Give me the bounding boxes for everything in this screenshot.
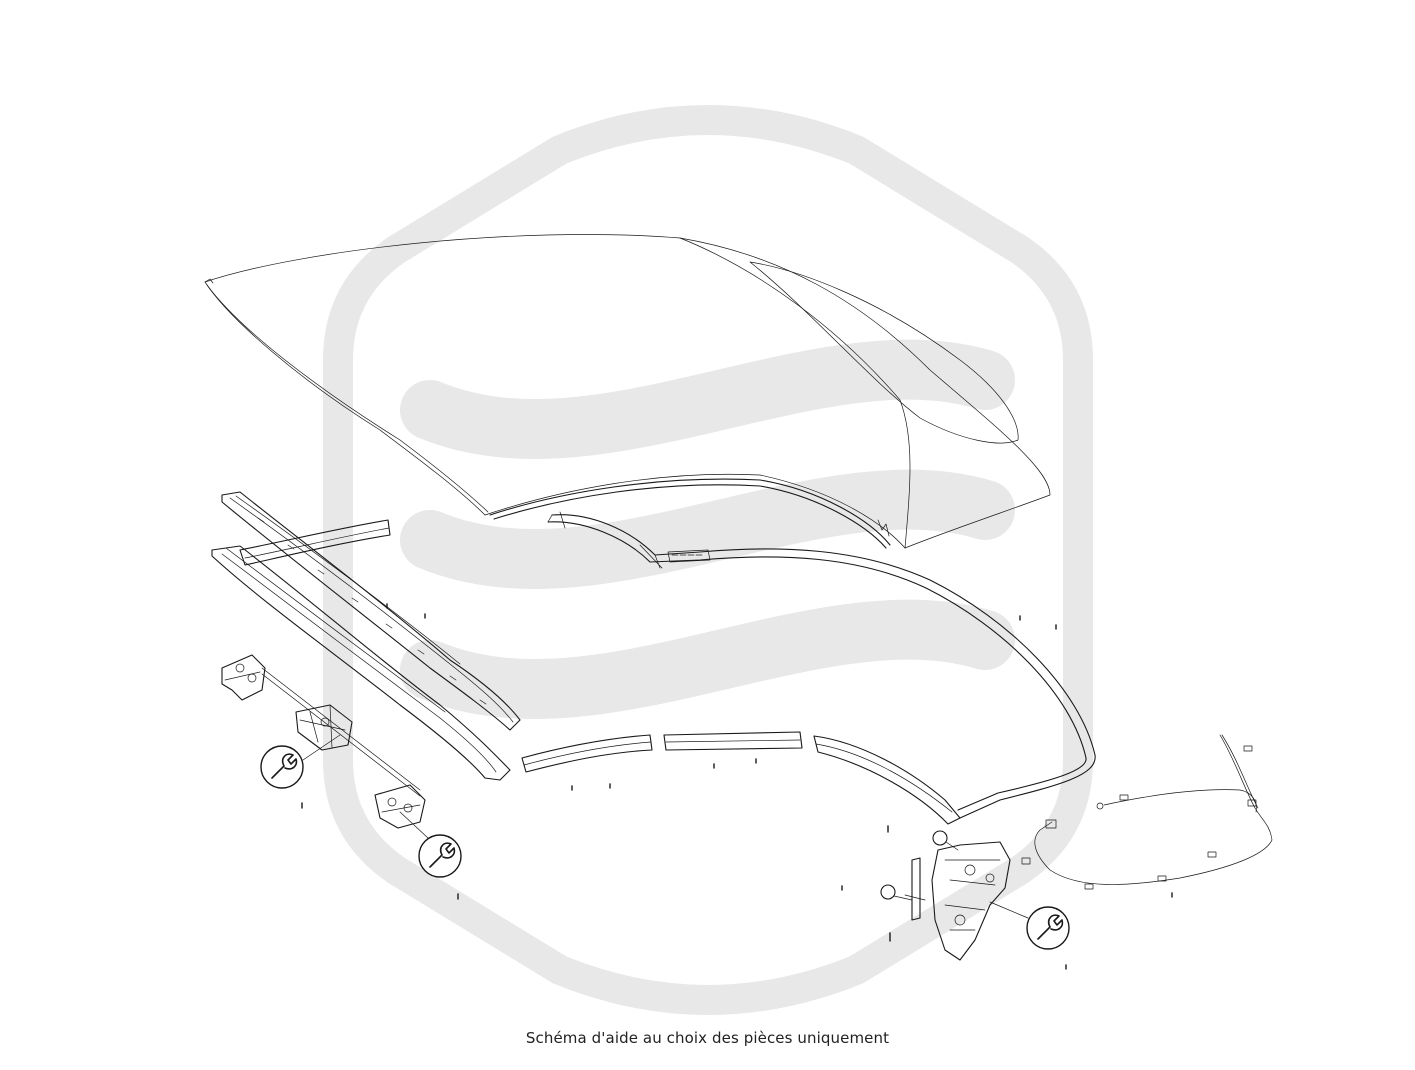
latch-motor-unit	[295, 704, 353, 751]
wiring-harness	[1021, 734, 1273, 890]
reference-ticks	[301, 603, 1173, 970]
frame-rail-short	[239, 519, 391, 566]
side-seal-right	[547, 511, 1096, 819]
rear-trim-strip	[489, 478, 891, 549]
frame-rail-lower	[211, 545, 511, 781]
wrench-icon	[260, 734, 341, 789]
bolt	[932, 830, 959, 851]
seal-segment-3	[813, 735, 961, 825]
bracket-plate	[904, 857, 926, 921]
latch-assembly-upper	[221, 654, 266, 701]
wrench-icon	[399, 811, 462, 878]
soft-top-cover	[204, 234, 1051, 549]
seal-segment-1	[521, 734, 653, 773]
frame-rail-upper	[221, 491, 521, 731]
wrench-icon	[989, 901, 1070, 950]
latch-assembly-lower	[374, 784, 426, 829]
brand-logo-watermark	[323, 105, 1093, 1015]
hinge-bracket	[931, 841, 1011, 961]
seal-segment-2	[663, 731, 803, 751]
diagram-caption: Schéma d'aide au choix des pièces unique…	[525, 1029, 890, 1047]
bolt	[880, 884, 913, 901]
